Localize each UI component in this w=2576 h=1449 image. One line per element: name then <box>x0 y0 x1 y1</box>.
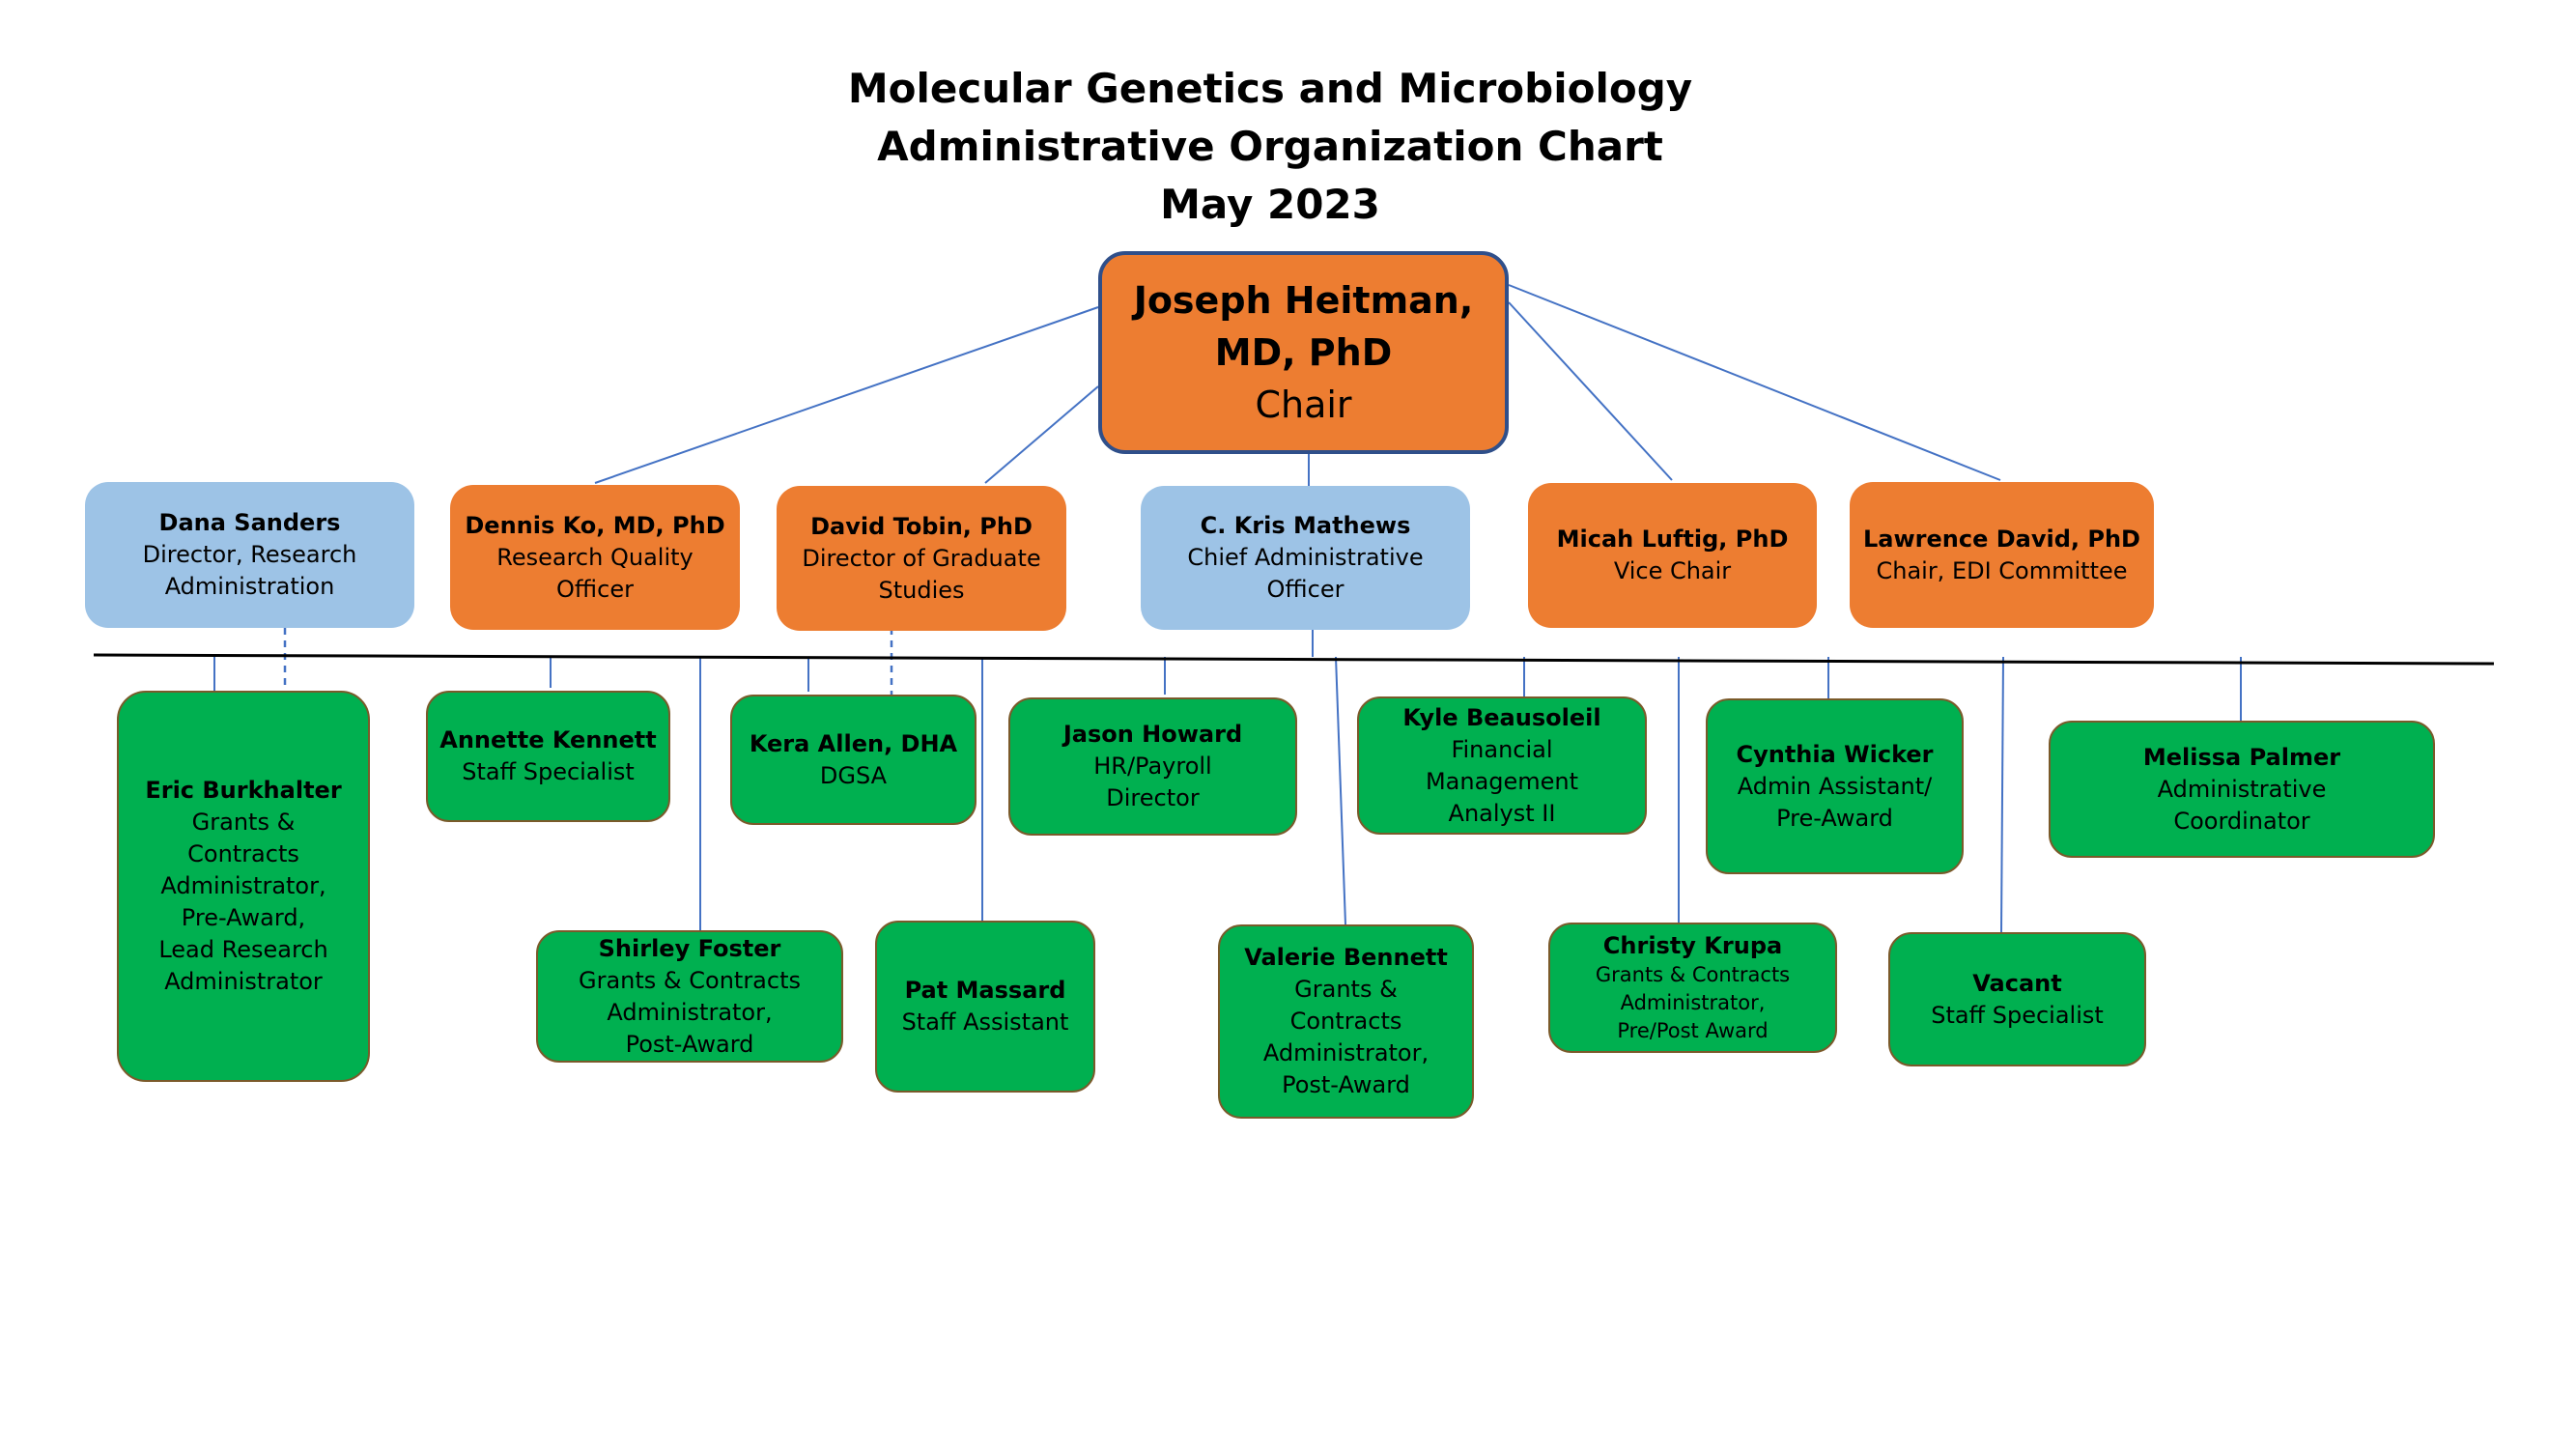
title-line-3: May 2023 <box>1160 181 1380 228</box>
box-kris-mathews: C. Kris Mathews Chief Administrative Off… <box>1141 486 1470 630</box>
box-name: Valerie Bennett <box>1244 944 1448 971</box>
box-name: Kera Allen, DHA <box>749 729 958 757</box>
box-role-line: Contracts <box>1289 1008 1402 1035</box>
box-role-line: Administrative <box>2157 775 2327 803</box>
box-role-line: Officer <box>556 575 634 603</box>
box-role-line: Grants & <box>1294 976 1398 1003</box>
box-role-line: Administrator, <box>160 872 326 899</box>
box-role-line: Staff Specialist <box>462 758 635 785</box>
box-cynthia-wicker: Cynthia Wicker Admin Assistant/ Pre-Awar… <box>1706 698 1964 874</box>
box-role-line: Pre-Award, <box>181 904 306 931</box>
connector <box>984 385 1099 484</box>
title-line-2: Administrative Organization Chart <box>877 123 1663 170</box>
connector <box>2000 656 2004 933</box>
box-role-line: Grants & Contracts <box>578 966 801 994</box>
box-shirley-foster: Shirley Foster Grants & Contracts Admini… <box>536 930 843 1063</box>
box-role-line: Officer <box>1266 576 1345 603</box>
chair-box: Joseph Heitman, MD, PhD Chair <box>1098 251 1509 454</box>
box-role-line: Director of Graduate <box>802 544 1041 572</box>
box-role-line: Administration <box>164 573 335 600</box>
box-name: Annette Kennett <box>439 726 657 753</box>
chair-name-line-2: MD, PhD <box>1214 331 1393 374</box>
chart-title: Molecular Genetics and Microbiology Admi… <box>0 60 2540 234</box>
box-role-line: Contracts <box>187 840 299 867</box>
box-david-tobin: David Tobin, PhD Director of Graduate St… <box>777 486 1066 631</box>
box-role-line: Director <box>1106 784 1200 811</box>
box-lawrence-david: Lawrence David, PhD Chair, EDI Committee <box>1850 482 2154 628</box>
divider-line <box>93 653 2495 666</box>
box-name: Cynthia Wicker <box>1736 740 1934 768</box>
box-name: Shirley Foster <box>598 934 781 962</box>
box-role-line: Grants & Contracts <box>1595 962 1791 986</box>
box-micah-luftig: Micah Luftig, PhD Vice Chair <box>1528 483 1817 628</box>
box-name: Dennis Ko, MD, PhD <box>465 511 725 539</box>
box-name: David Tobin, PhD <box>810 512 1033 540</box>
box-name: Lawrence David, PhD <box>1863 525 2140 553</box>
box-role-line: Administrator, <box>607 998 773 1026</box>
box-name: Kyle Beausoleil <box>1402 703 1601 731</box>
box-dennis-ko: Dennis Ko, MD, PhD Research Quality Offi… <box>450 485 740 630</box>
box-kyle-beausoleil: Kyle Beausoleil Financial Management Ana… <box>1357 696 1647 835</box>
connector <box>1508 301 1673 481</box>
box-role-line: Lead Research <box>158 936 328 963</box>
box-eric-burkhalter: Eric Burkhalter Grants & Contracts Admin… <box>117 691 370 1082</box>
box-name: Vacant <box>1972 969 2062 997</box>
box-role-line: Financial <box>1451 735 1553 763</box>
box-role-line: Post-Award <box>625 1030 754 1058</box>
box-role-line: Grants & <box>191 809 296 836</box>
box-jason-howard: Jason Howard HR/Payroll Director <box>1008 697 1297 836</box>
title-line-1: Molecular Genetics and Microbiology <box>847 65 1693 112</box>
box-role-line: HR/Payroll <box>1093 753 1212 780</box>
box-role-line: Pre/Post Award <box>1617 1018 1769 1042</box>
connector <box>1508 284 2001 481</box>
box-kera-allen: Kera Allen, DHA DGSA <box>730 695 977 825</box>
box-pat-massard: Pat Massard Staff Assistant <box>875 921 1095 1093</box>
chair-name-line-1: Joseph Heitman, <box>1133 279 1474 322</box>
box-role-line: Director, Research <box>142 541 357 568</box>
box-role-line: Coordinator <box>2173 807 2310 835</box>
box-melissa-palmer: Melissa Palmer Administrative Coordinato… <box>2049 721 2435 858</box>
box-role-line: Chair, EDI Committee <box>1876 556 2128 584</box>
box-name: Melissa Palmer <box>2142 743 2341 771</box>
box-role-line: Studies <box>878 576 965 604</box>
box-annette-kennett: Annette Kennett Staff Specialist <box>426 691 670 822</box>
box-name: Pat Massard <box>904 977 1066 1004</box>
box-christy-krupa: Christy Krupa Grants & Contracts Adminis… <box>1548 923 1837 1053</box>
box-vacant: Vacant Staff Specialist <box>1888 932 2146 1066</box>
box-role-line: Administrator, <box>1262 1039 1430 1066</box>
connector <box>1335 656 1346 925</box>
box-dana-sanders: Dana Sanders Director, Research Administ… <box>85 482 414 628</box>
box-name: Eric Burkhalter <box>145 777 342 804</box>
box-role-line: Administrator <box>164 968 323 995</box>
box-role-line: Analyst II <box>1448 799 1556 827</box>
box-role-line: Chief Administrative <box>1187 544 1424 571</box>
box-role-line: Admin Assistant/ <box>1737 772 1933 800</box>
box-role-line: Staff Assistant <box>901 1009 1069 1036</box>
box-role-line: Management <box>1425 767 1579 795</box>
box-name: Christy Krupa <box>1602 931 1783 959</box>
box-valerie-bennett: Valerie Bennett Grants & Contracts Admin… <box>1218 924 1474 1119</box>
box-name: Jason Howard <box>1062 721 1243 748</box>
box-role-line: Post-Award <box>1282 1071 1410 1098</box>
box-name: C. Kris Mathews <box>1200 512 1411 539</box>
box-role-line: Pre-Award <box>1776 804 1893 832</box>
connector <box>594 306 1099 484</box>
box-name: Micah Luftig, PhD <box>1556 526 1789 553</box>
box-role-line: DGSA <box>819 761 888 789</box>
box-role-line: Staff Specialist <box>1931 1001 2104 1029</box>
chair-role: Chair <box>1255 384 1352 426</box>
box-role-line: Research Quality <box>496 543 694 571</box>
box-role-line: Vice Chair <box>1613 557 1732 584</box>
box-role-line: Administrator, <box>1620 990 1766 1014</box>
box-name: Dana Sanders <box>158 509 341 536</box>
